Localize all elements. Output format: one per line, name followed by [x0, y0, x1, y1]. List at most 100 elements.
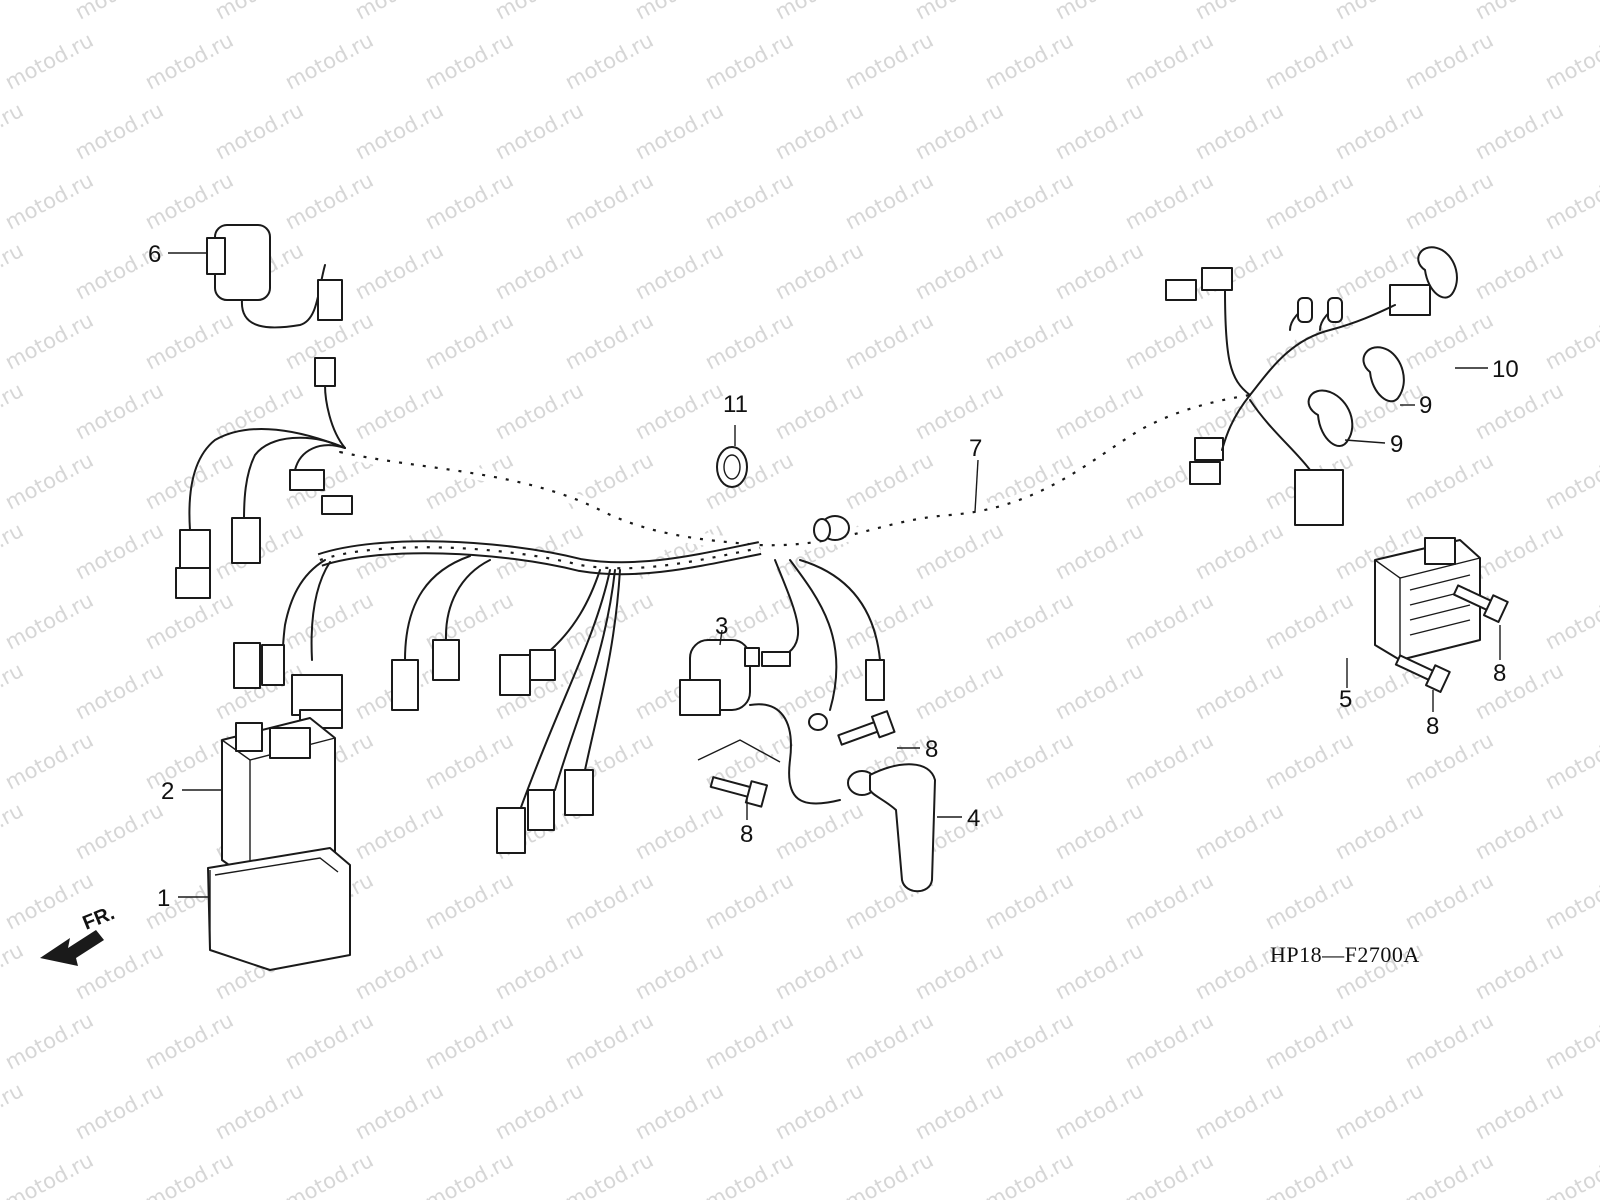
diagram-code: HP18—F2700A [1270, 942, 1420, 967]
callout-2: 2 [161, 778, 174, 805]
watermark-text: motod.ru [1191, 1078, 1287, 1144]
watermark-text: motod.ru [0, 0, 27, 24]
watermark-text: motod.ru [1471, 238, 1567, 304]
watermark-text: motod.ru [1, 28, 97, 94]
watermark-text: motod.ru [1541, 28, 1600, 94]
watermark-text: motod.ru [1331, 98, 1427, 164]
watermark-text: motod.ru [71, 0, 167, 24]
watermark-text: motod.ru [841, 448, 937, 514]
watermark-text: motod.ru [841, 1008, 937, 1074]
watermark-text: motod.ru [981, 588, 1077, 654]
watermark-text: motod.ru [421, 728, 517, 794]
watermark-text: motod.ru [841, 588, 937, 654]
callout-8b: 8 [740, 821, 753, 848]
watermark-text: motod.ru [1, 588, 97, 654]
watermark-text: motod.ru [421, 1148, 517, 1200]
callout-5: 5 [1339, 686, 1352, 713]
watermark-text: motod.ru [1401, 168, 1497, 234]
watermark-text: motod.ru [141, 28, 237, 94]
watermark-text: motod.ru [1541, 588, 1600, 654]
bolts-part-8 [709, 584, 1509, 808]
watermark-text: motod.ru [141, 1008, 237, 1074]
watermark-text: motod.ru [0, 98, 27, 164]
watermark-text: motod.ru [1541, 1148, 1600, 1200]
watermark-text: motod.ru [1121, 28, 1217, 94]
watermark-text: motod.ru [1471, 938, 1567, 1004]
watermark-text: motod.ru [561, 308, 657, 374]
watermark-text: motod.ru [0, 798, 27, 864]
watermark-text: motod.ru [1261, 588, 1357, 654]
watermark-text: motod.ru [351, 378, 447, 444]
watermark-text: motod.ru [1121, 1148, 1217, 1200]
watermark-text: motod.ru [771, 0, 867, 24]
watermark-text: motod.ru [1471, 378, 1567, 444]
watermark-text: motod.ru [491, 1078, 587, 1144]
watermark-text: motod.ru [281, 168, 377, 234]
cdi-cover-part-1 [207, 847, 351, 971]
watermark-text: motod.ru [1331, 0, 1427, 24]
callout-labels: 6 2 1 3 4 5 7 8 8 8 8 9 9 10 11 [148, 241, 1519, 912]
watermark-text: motod.ru [981, 1148, 1077, 1200]
watermark-text: motod.ru [1121, 168, 1217, 234]
watermark-text: motod.ru [771, 98, 867, 164]
watermark-text: motod.ru [71, 1078, 167, 1144]
watermark-text: motod.ru [1401, 728, 1497, 794]
watermark-text: motod.ru [701, 28, 797, 94]
watermark-text: motod.ru [841, 28, 937, 94]
watermark-text: motod.ru [981, 868, 1077, 934]
watermark-text: motod.ru [981, 728, 1077, 794]
watermark-text: motod.ru [1, 728, 97, 794]
watermark-text: motod.ru [841, 308, 937, 374]
ignition-coil-part-3 [679, 639, 841, 805]
watermark-text: motod.ru [561, 168, 657, 234]
watermark-text: motod.ru [141, 168, 237, 234]
watermark-text: motod.ru [1541, 728, 1600, 794]
watermark-text: motod.ru [631, 798, 727, 864]
regulator-rectifier-part-5 [1374, 537, 1481, 661]
watermark-text: motod.ru [1541, 308, 1600, 374]
watermark-text: motod.ru [211, 98, 307, 164]
watermark-text: motod.ru [1051, 518, 1147, 584]
watermark-text: motod.ru [1401, 868, 1497, 934]
arrow-left-icon [40, 930, 104, 966]
watermark-text: motod.ru [1541, 168, 1600, 234]
watermark-text: motod.ru [631, 1078, 727, 1144]
watermark-text: motod.ru [1051, 938, 1147, 1004]
watermark-text: motod.ru [1331, 798, 1427, 864]
watermark-text: motod.ru [421, 1008, 517, 1074]
watermark-text: motod.ru [0, 938, 27, 1004]
watermark-text: motod.ru [1261, 1008, 1357, 1074]
watermark-text: motod.ru [0, 658, 27, 724]
watermark-text: motod.ru [911, 658, 1007, 724]
watermark-text: motod.ru [211, 1078, 307, 1144]
watermark-text: motod.ru [1, 168, 97, 234]
watermark-text: motod.ru [911, 98, 1007, 164]
watermark-text: motod.ru [631, 0, 727, 24]
watermark-text: motod.ru [1, 448, 97, 514]
watermark-text: motod.ru [1471, 798, 1567, 864]
watermark-text: motod.ru [561, 868, 657, 934]
watermark-text: motod.ru [981, 308, 1077, 374]
condenser-part-6 [206, 224, 343, 329]
callout-7: 7 [969, 435, 982, 462]
watermark-text: motod.ru [0, 1078, 27, 1144]
watermark-text: motod.ru [1051, 798, 1147, 864]
callout-9b: 9 [1390, 431, 1403, 458]
watermark-text: motod.ru [421, 168, 517, 234]
watermark-text: motod.ru [1401, 448, 1497, 514]
watermark-text: motod.ru [911, 1078, 1007, 1144]
watermark-text: motod.ru [1471, 98, 1567, 164]
watermark-text: motod.ru [1471, 658, 1567, 724]
callout-1: 1 [157, 885, 170, 912]
watermark-text: motod.ru [1261, 28, 1357, 94]
clamps-part-9-10-11 [716, 246, 1458, 488]
connectors [175, 267, 1431, 854]
watermark-text: motod.ru [911, 378, 1007, 444]
watermark-text: motod.ru [351, 238, 447, 304]
leader-lines [168, 252, 1501, 898]
watermark-text: motod.ru [0, 378, 27, 444]
watermark-text: motod.ru [1471, 1078, 1567, 1144]
watermark-text: motod.ru [561, 28, 657, 94]
